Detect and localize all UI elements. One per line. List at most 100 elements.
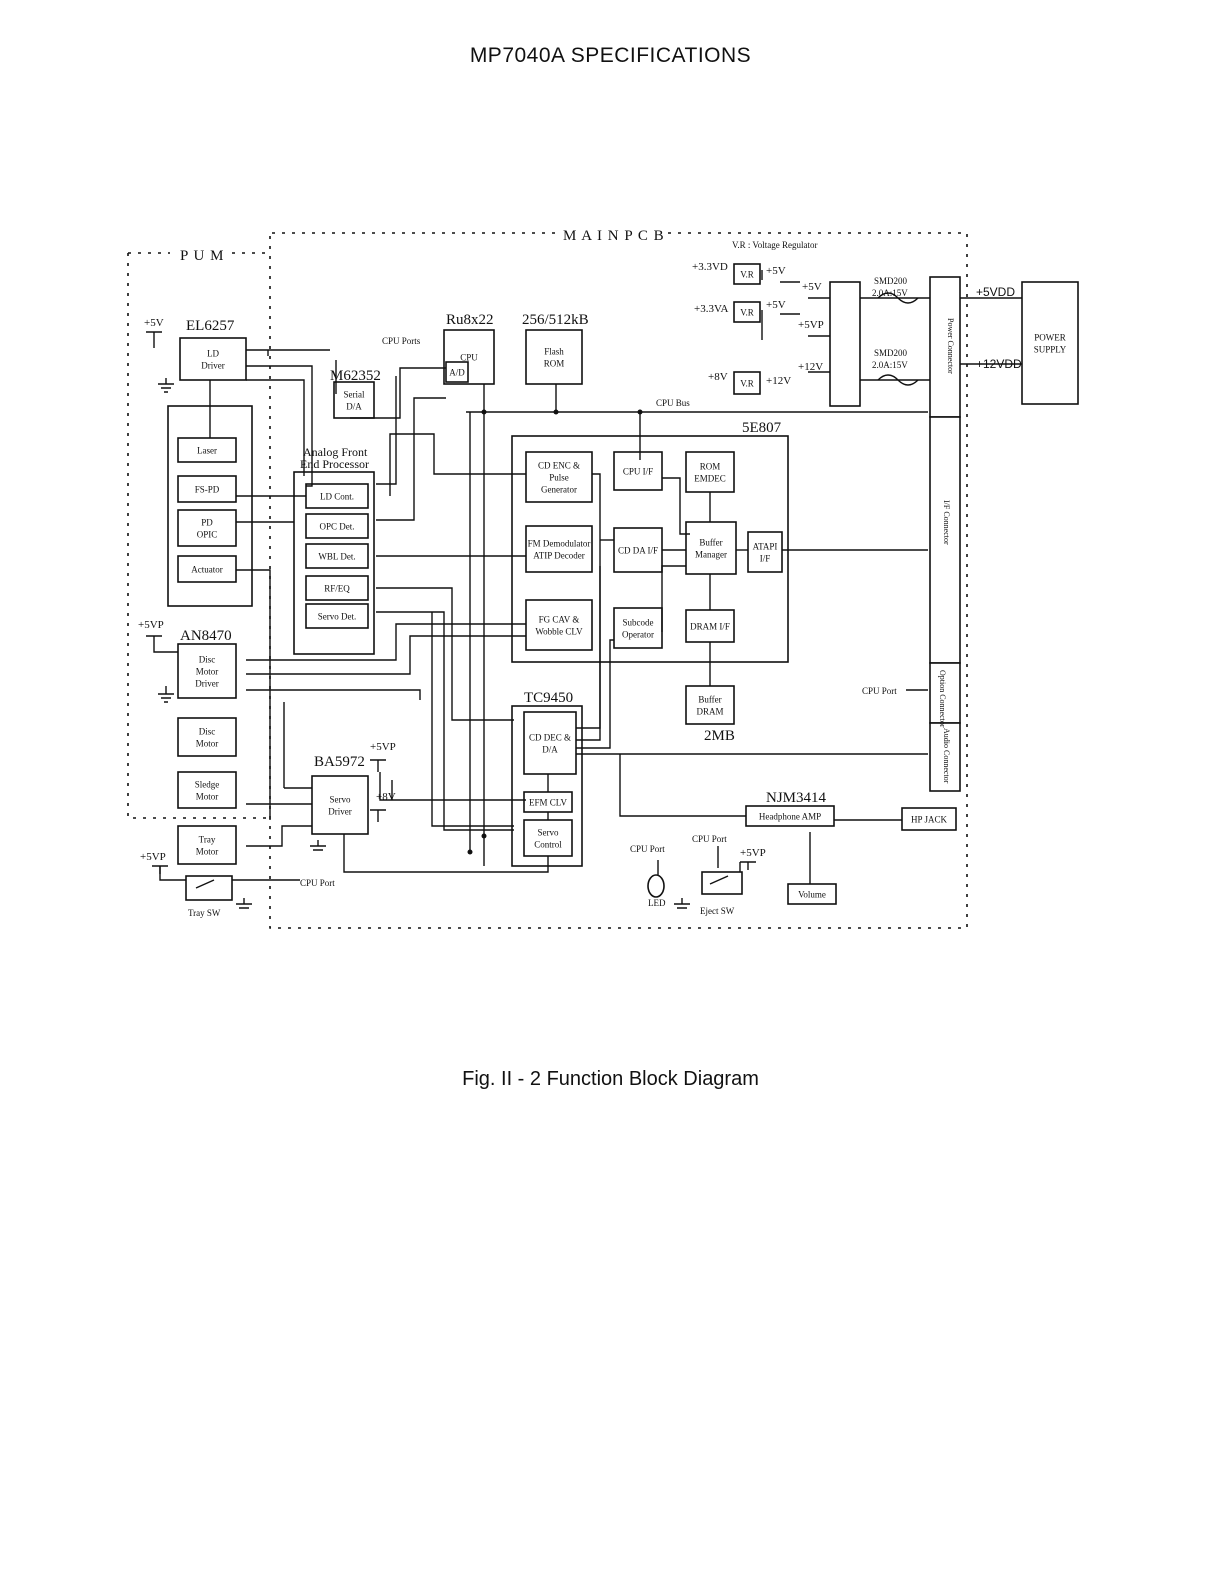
block-label: LD Cont. [320,492,354,502]
block-label: SUPPLY [1034,345,1067,355]
part-labels: EL6257 PU AN8470 M62352 Ru8x22 256/512kB… [176,312,827,806]
sig-5v-reg: +5V [802,281,822,293]
vr-block-2: V.R [733,301,761,323]
cd-da-if-block: CD DA I/F [613,527,663,573]
block-label: V.R [740,308,754,318]
hp-jack-block: HP JACK [901,807,957,831]
sig-33vd: +3.3VD [692,261,728,273]
sig-5vp-reg: +5VP [798,319,824,331]
block-label: V.R [740,270,754,280]
block-label: Manager [695,550,727,560]
ground-icon [674,898,690,909]
block-box [1021,281,1079,405]
power-connector [929,276,961,418]
block-label: Operator [622,630,654,640]
volume-block: Volume [787,883,837,905]
sig-5v-vr1: +5V [766,265,786,277]
tray-switch-icon [185,875,233,901]
label-el6257: EL6257 [186,318,235,334]
block-label: Servo [330,795,351,805]
block-label: Buffer [698,695,721,705]
servo-det-block: Servo Det. [305,603,369,629]
block-label: Driver [201,361,225,371]
block-label: Driver [195,679,219,689]
block-box [179,337,247,381]
sig-eject-sw: Eject SW [700,906,735,916]
block-label: Laser [197,446,217,456]
block-box [685,685,735,725]
block-box [305,575,369,601]
block-label: D/A [346,402,362,412]
vr-block-1: V.R [733,263,761,285]
sig-5vp-tray: +5VP [140,851,166,863]
block-label: DRAM [696,707,723,717]
block-label: OPC Det. [319,522,354,532]
sig-cpu-ports: CPU Ports [382,336,421,346]
block-label: Motor [196,792,219,802]
block-box [177,555,237,583]
sig-8v-ba: +8V [376,791,396,803]
sig-5vdd: +5VDD [976,285,1015,299]
sig-smd-1: SMD200 [874,276,908,286]
if-connector [929,416,961,664]
label-ru8x22: Ru8x22 [446,312,494,328]
supply-labels: +5V +5VP +5VP +5VP +8V CPU Ports CPU Bus… [138,261,1022,918]
if-connector-label: I/F Connector [942,500,951,545]
ground-icon [158,378,174,393]
block-label: Sledge [195,780,220,790]
block-label: Actuator [191,565,223,575]
sig-5vp-eject: +5VP [740,847,766,859]
power-connector-label: Power Connector [946,318,955,374]
eject-switch-icon [701,871,743,895]
block-label: Wobble CLV [535,627,583,637]
fg-cav-block: FG CAV &Wobble CLV [525,599,593,651]
block-box [177,825,237,865]
block-label: OPIC [197,530,218,540]
block-label: Volume [798,890,826,900]
block-box [305,483,369,509]
block-label: Disc [199,727,216,737]
fs-pd-block: FS-PD [177,475,237,503]
audio-connector-label: Audio Connector [942,728,951,784]
block-box [525,329,583,385]
dram-if-block: DRAM I/F [685,609,735,643]
block-label: CD ENC & [538,461,580,471]
block-box [747,531,783,573]
block-box [305,513,369,539]
block-label: Motor [196,667,219,677]
block-box [613,451,663,491]
block-label: A/D [449,368,465,378]
supply-icon [370,809,386,822]
block-label: FM Demodulator [528,539,591,549]
option-connector [929,662,961,724]
sig-cpu-port-option: CPU Port [862,686,897,696]
block-box [685,521,737,575]
wbl-det-block: WBL Det. [305,543,369,569]
label-tc9450: TC9450 [524,690,573,706]
block-label: Subcode [623,618,654,628]
label-afep-2: End Processor [300,457,369,471]
sig-12v-reg: +12V [798,361,823,373]
vr-block-3: V.R [733,371,761,395]
supply-icon [146,331,162,348]
laser-block: Laser [177,437,237,463]
block-label: POWER [1034,333,1066,343]
block-label: EFM CLV [529,798,567,808]
block-box [685,451,735,493]
block-box [525,451,593,503]
actuator-block: Actuator [177,555,237,583]
ground-icon [310,840,326,851]
main-pcb-label: M A I N P C B [563,228,665,244]
block-box [733,371,761,395]
block-box [523,711,577,775]
power-supply-block: POWER SUPPLY [1021,281,1079,405]
sig-8v-vr: +8V [708,371,728,383]
